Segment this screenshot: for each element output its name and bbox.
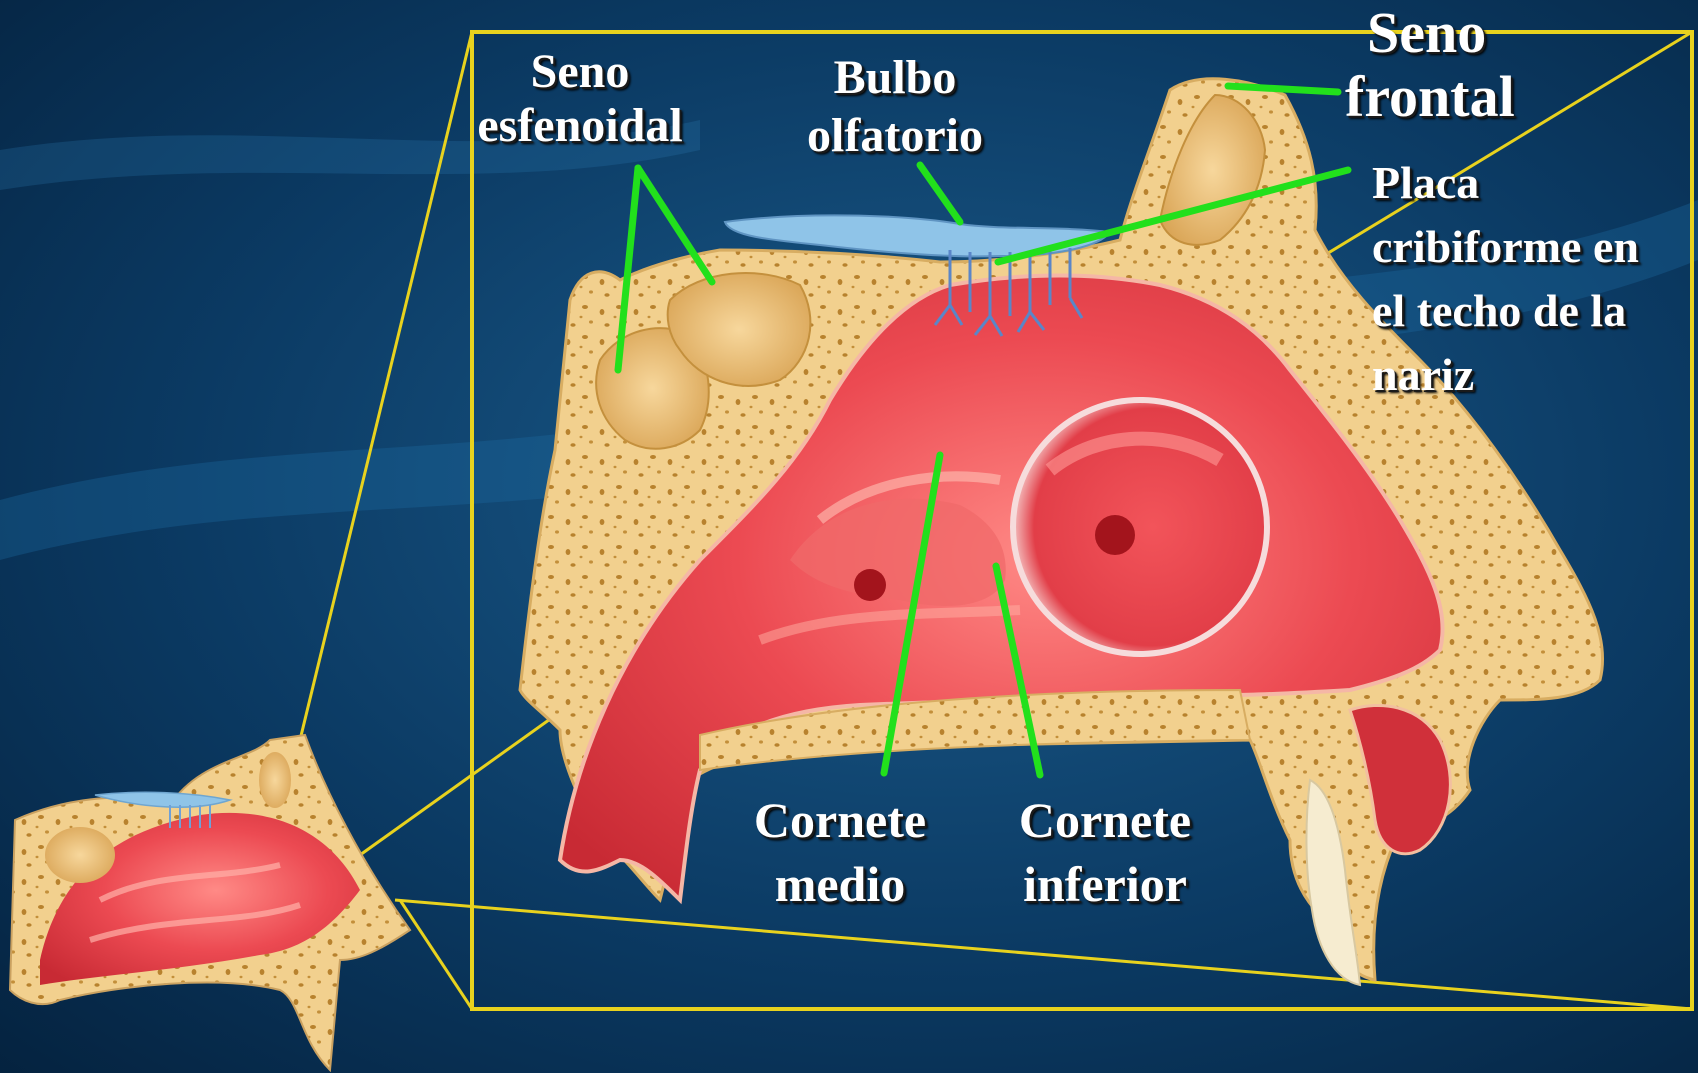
ostium — [1095, 515, 1135, 555]
label-line: nariz — [1372, 352, 1639, 398]
label-line: olfatorio — [785, 112, 1005, 160]
label-line: Seno — [1345, 4, 1515, 62]
label-line: Seno — [470, 48, 690, 96]
label-cornete-inferior: Cornete inferior — [990, 795, 1220, 909]
label-line: esfenoidal — [470, 102, 690, 150]
ostium — [854, 569, 886, 601]
label-line: medio — [730, 859, 950, 909]
label-placa-cribiforme: Placa cribiforme en el techo de la nariz — [1372, 160, 1639, 398]
label-line: Cornete — [730, 795, 950, 845]
label-line: frontal — [1345, 68, 1515, 126]
label-line: inferior — [990, 859, 1220, 909]
label-line: Bulbo — [785, 54, 1005, 102]
label-seno-esfenoidal: Seno esfenoidal — [470, 48, 690, 150]
label-cornete-medio: Cornete medio — [730, 795, 950, 909]
label-bulbo-olfatorio: Bulbo olfatorio — [785, 54, 1005, 160]
label-seno-frontal: Seno frontal — [1345, 4, 1515, 126]
label-line: cribiforme en — [1372, 224, 1639, 270]
label-line: el techo de la — [1372, 288, 1639, 334]
label-line: Placa — [1372, 160, 1639, 206]
label-line: Cornete — [990, 795, 1220, 845]
